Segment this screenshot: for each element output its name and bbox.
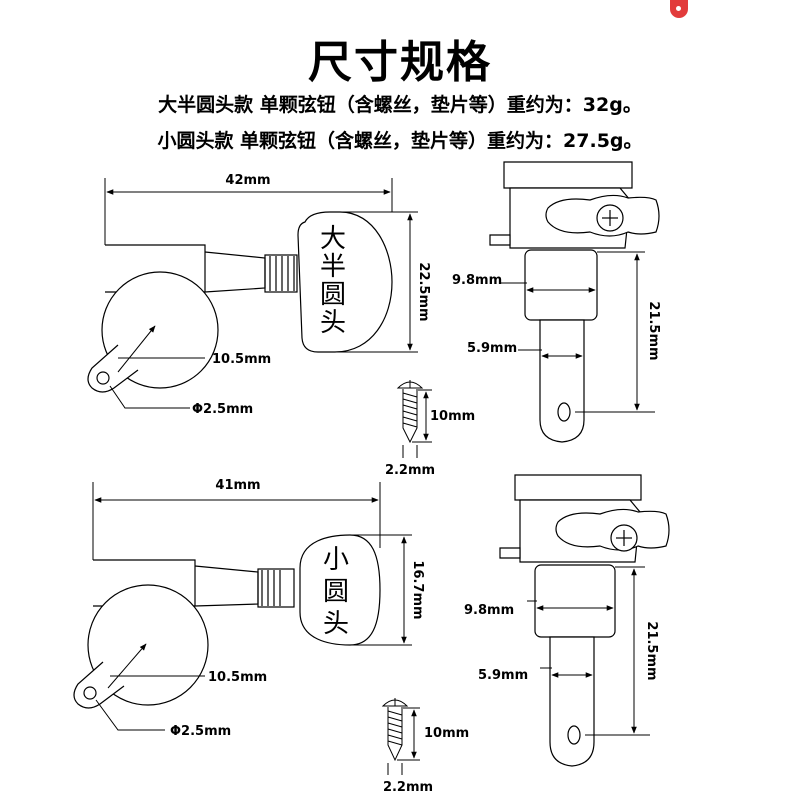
small-knob xyxy=(299,534,381,646)
large-width-label: 42mm xyxy=(225,173,270,188)
small-knob-char-3: 头 xyxy=(323,609,349,639)
large-knob-char-1: 大 xyxy=(320,224,346,254)
large-post-height-label: 21.5mm xyxy=(646,301,661,360)
small-tuner-front-view xyxy=(499,474,670,767)
small-wing-button xyxy=(555,508,670,551)
small-post-label: 5.9mm xyxy=(478,668,528,683)
page-title: 尺寸规格 xyxy=(308,37,492,88)
spec-large-weight: 大半圆头款 单颗弦钮（含螺丝，垫片等）重约为：32g。 xyxy=(158,94,642,116)
large-bushing xyxy=(524,249,598,321)
large-knob-text: 大 半 圆 头 xyxy=(320,224,346,338)
large-height-label: 22.5mm xyxy=(416,262,431,321)
small-mount-hole xyxy=(83,686,97,700)
small-hole-label: Φ2.5mm xyxy=(170,724,231,739)
large-hole-label: Φ2.5mm xyxy=(192,402,253,417)
large-gear-label: 10.5mm xyxy=(212,352,271,367)
small-width-label: 41mm xyxy=(215,478,260,493)
large-knob-char-2: 半 xyxy=(320,252,346,282)
small-bushing-label: 9.8mm xyxy=(464,603,514,618)
large-gear-housing xyxy=(101,271,219,389)
small-post-height-label: 21.5mm xyxy=(644,621,659,680)
small-bushing xyxy=(534,564,616,638)
small-gear-housing xyxy=(87,584,209,706)
small-post xyxy=(549,636,595,767)
small-gear-label: 10.5mm xyxy=(208,670,267,685)
large-post-label: 5.9mm xyxy=(467,341,517,356)
large-mount-hole xyxy=(96,371,110,385)
small-knob-char-1: 小 xyxy=(323,545,349,575)
small-front-dimension-lines xyxy=(527,566,650,736)
small-knob-text: 小 圆 头 xyxy=(323,545,349,639)
small-tuner-side-view xyxy=(73,534,381,709)
large-bushing-label: 9.8mm xyxy=(452,273,502,288)
large-screw-icon xyxy=(396,380,432,458)
large-knob-char-4: 头 xyxy=(320,308,346,338)
small-screw-length-label: 10mm xyxy=(424,726,469,741)
large-knob-char-3: 圆 xyxy=(320,280,346,310)
small-screw-width-label: 2.2mm xyxy=(383,780,433,795)
large-dimension-lines xyxy=(104,178,418,409)
spec-small-weight: 小圆头款 单颗弦钮（含螺丝，垫片等）重约为：27.5g。 xyxy=(157,130,643,152)
large-front-dimension-lines xyxy=(500,251,655,413)
large-screw-width-label: 2.2mm xyxy=(385,463,435,478)
small-knob-char-2: 圆 xyxy=(323,577,349,607)
small-screw-icon xyxy=(381,698,420,775)
large-knob xyxy=(297,211,393,353)
large-post xyxy=(539,319,585,443)
corner-badge-icon xyxy=(670,0,688,18)
large-screw-length-label: 10mm xyxy=(430,409,475,424)
large-shaft-ribs xyxy=(269,256,295,291)
small-height-label: 16.7mm xyxy=(410,560,425,619)
large-tuner-side-view xyxy=(87,211,393,393)
small-dimension-lines xyxy=(92,482,412,731)
small-shaft-ribs xyxy=(261,570,281,606)
large-tuner-front-view xyxy=(489,161,660,443)
